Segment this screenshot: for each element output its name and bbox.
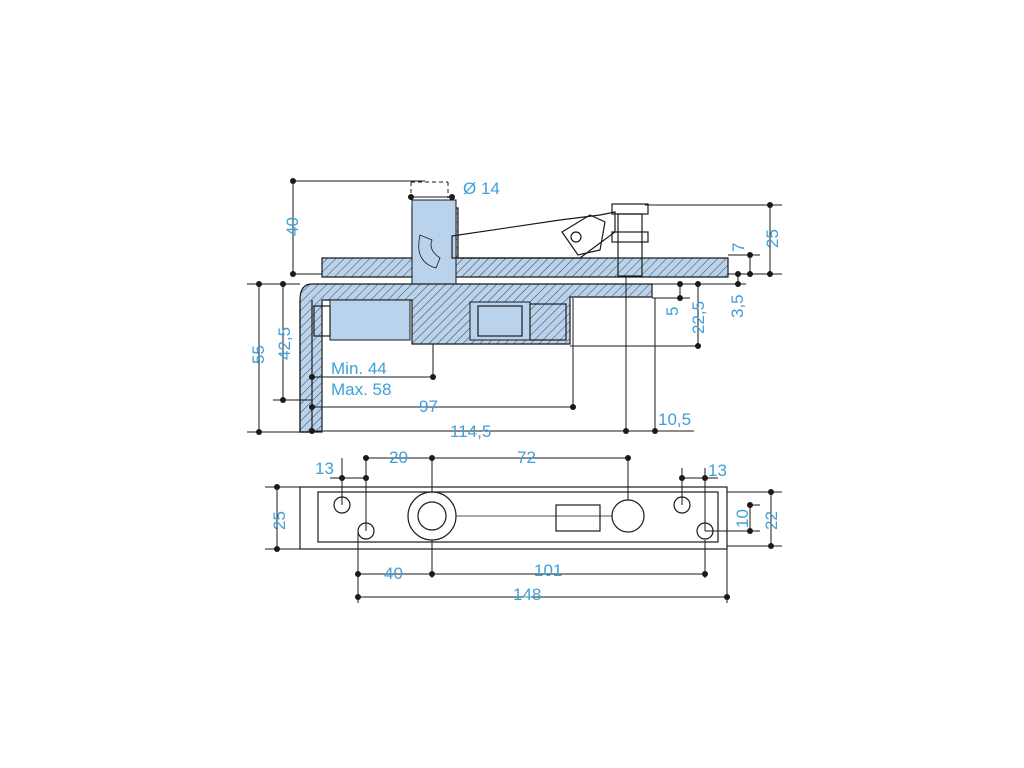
dim-22-5: 22,5 xyxy=(689,301,708,334)
dim-72: 72 xyxy=(517,448,536,467)
dim-101: 101 xyxy=(534,561,562,580)
dim-5: 5 xyxy=(663,307,682,316)
dim-13-left: 13 xyxy=(315,459,334,478)
dim-40-top: 40 xyxy=(283,217,302,236)
top-cover-plate xyxy=(321,207,729,278)
dim-40-bottom: 40 xyxy=(384,564,403,583)
plan-outer xyxy=(299,486,728,550)
dim-42-5: 42,5 xyxy=(275,327,294,360)
dim-10-5: 10,5 xyxy=(658,410,691,429)
dim-3-5: 3,5 xyxy=(728,294,747,318)
dim-22: 22 xyxy=(762,511,781,530)
dimension-labels: Ø 14 40 25 7 5 22,5 3,5 55 42,5 Min. 44 … xyxy=(249,179,782,604)
arm xyxy=(451,211,616,259)
dim-25-left: 25 xyxy=(270,511,289,530)
dim-min: Min. 44 xyxy=(331,359,387,378)
side-section-view xyxy=(299,181,729,433)
dimension-lines xyxy=(247,178,782,603)
dim-20: 20 xyxy=(389,448,408,467)
dim-max: Max. 58 xyxy=(331,380,391,399)
dim-diameter: Ø 14 xyxy=(463,179,500,198)
dim-25-right: 25 xyxy=(763,229,782,248)
dim-10: 10 xyxy=(733,509,752,528)
dim-13-right: 13 xyxy=(708,461,727,480)
dim-7: 7 xyxy=(729,243,748,252)
dim-114-5: 114,5 xyxy=(450,422,491,441)
dim-148: 148 xyxy=(513,585,541,604)
dim-55: 55 xyxy=(249,345,268,364)
top-plan-view xyxy=(299,486,728,550)
dim-97: 97 xyxy=(419,397,438,416)
